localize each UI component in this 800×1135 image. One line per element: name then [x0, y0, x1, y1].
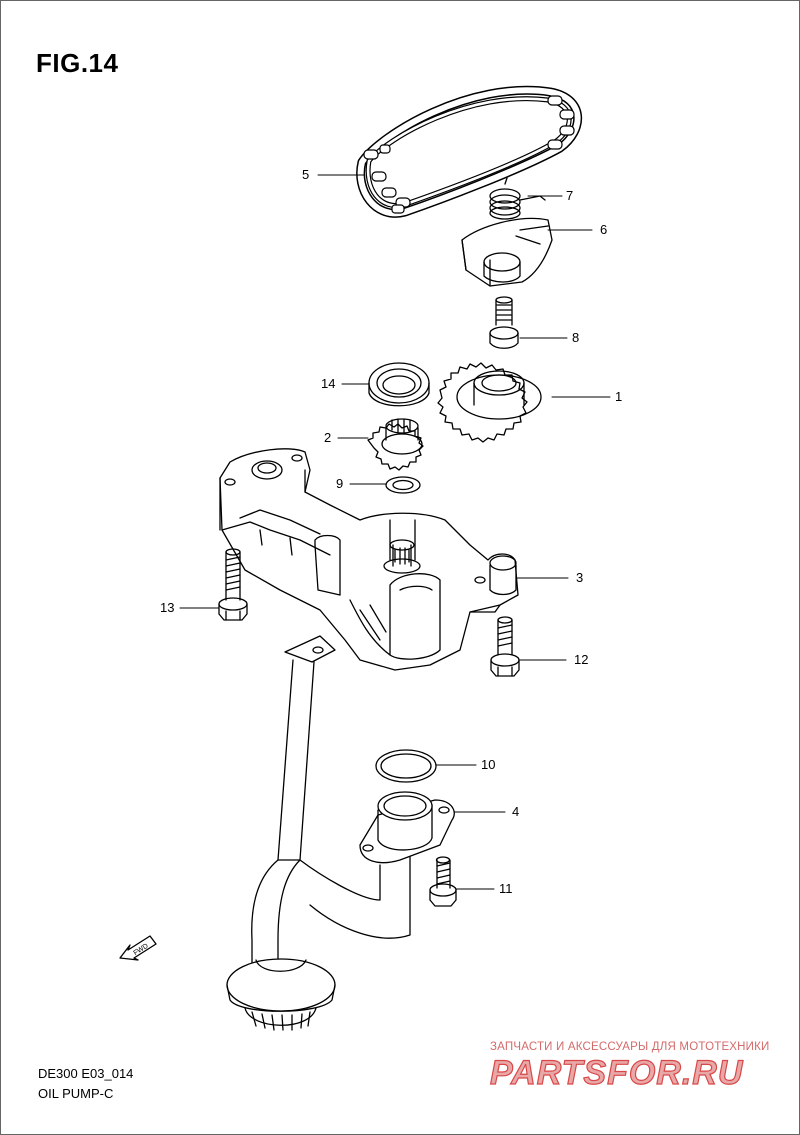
figure-title: FIG.14	[36, 48, 119, 78]
callout-11: 11	[499, 881, 513, 896]
leader-lines	[179, 174, 611, 890]
part-4-flange	[359, 791, 455, 864]
part-11-bolt	[429, 856, 457, 907]
part-6-tensioner	[461, 217, 553, 287]
part-3-oil-pump	[219, 448, 519, 671]
part-1-sprocket	[437, 362, 542, 443]
part-7-spring	[489, 177, 546, 220]
callout-8: 8	[572, 330, 580, 345]
part-8-pin	[489, 296, 519, 349]
figure-code: DE300 E03_014	[38, 1066, 134, 1081]
figure-name: OIL PUMP-C	[38, 1086, 114, 1101]
part-14-oil-seal	[368, 362, 430, 407]
part-5-chain	[356, 85, 582, 218]
callout-3: 3	[576, 570, 584, 585]
watermark-tagline: ЗАПЧАСТИ И АКСЕССУАРЫ ДЛЯ МОТОТЕХНИКИ	[490, 1041, 770, 1053]
callout-5: 5	[302, 167, 310, 182]
callout-1: 1	[615, 389, 623, 404]
part-2-gear	[367, 418, 424, 471]
fwd-arrow-icon: FWD	[119, 935, 157, 961]
part-13-bolt	[218, 548, 248, 621]
callout-12: 12	[574, 652, 589, 667]
part-10-o-ring	[375, 749, 437, 783]
part-12-bolt	[490, 616, 520, 677]
callout-6: 6	[600, 222, 608, 237]
oil-strainer-pipe	[226, 635, 411, 1031]
watermark-logo: PARTSFOR.RU	[489, 1053, 744, 1092]
part-9-washer	[385, 476, 421, 494]
callout-14: 14	[321, 376, 336, 391]
callout-7: 7	[566, 188, 574, 203]
callout-2: 2	[324, 430, 332, 445]
callout-10: 10	[481, 757, 496, 772]
callout-9: 9	[336, 476, 344, 491]
callout-4: 4	[512, 804, 520, 819]
callout-13: 13	[160, 600, 175, 615]
watermark-brand: PARTSFOR.RU	[490, 1054, 744, 1092]
